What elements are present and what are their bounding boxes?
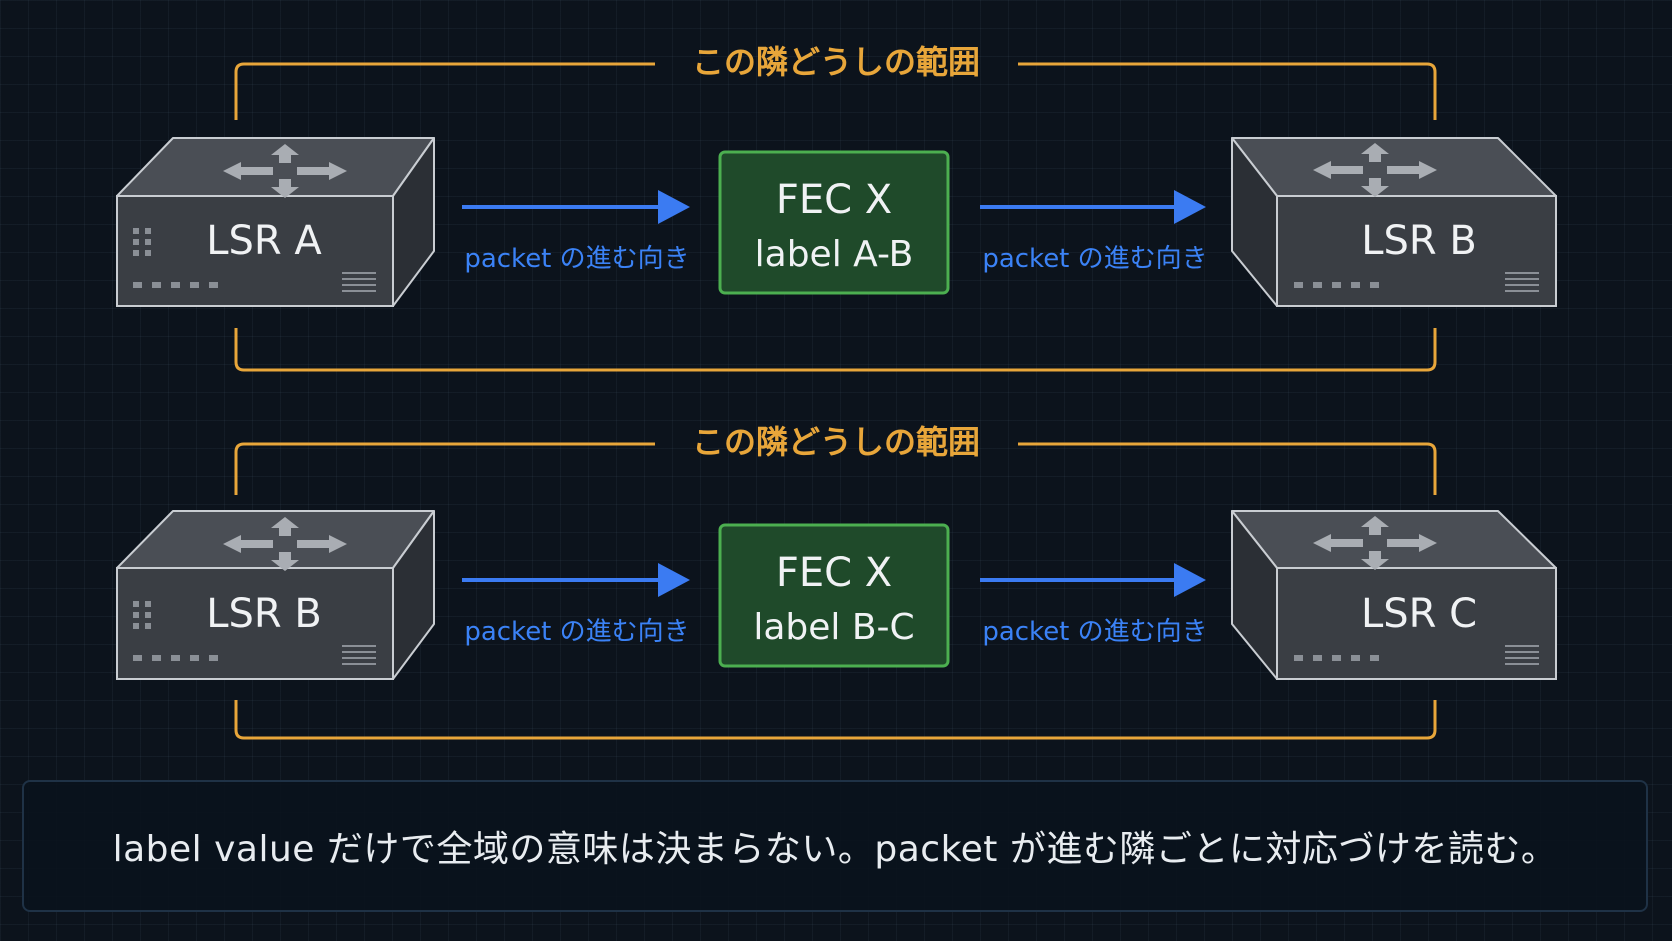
scope-bracket-top — [234, 442, 1437, 495]
fec-title: FEC X — [776, 550, 892, 596]
router-label: LSR A — [206, 218, 322, 264]
summary-note: label value だけで全域の意味は決まらない。packet が進む隣ごと… — [22, 780, 1648, 912]
vent-icon — [342, 645, 376, 665]
status-lights-icon — [1294, 655, 1379, 661]
port-grid-icon — [133, 228, 151, 256]
status-lights-icon — [133, 282, 218, 288]
scope-label: この隣どうしの範囲 — [692, 43, 980, 81]
router-left: LSR B — [116, 510, 435, 680]
router-right: LSR B — [1231, 137, 1557, 307]
fec-title: FEC X — [776, 177, 892, 223]
vent-icon — [342, 272, 376, 292]
port-grid-icon — [133, 601, 151, 629]
router-right: LSR C — [1231, 510, 1557, 680]
fec-label: label A-B — [755, 234, 914, 275]
arrow-right-icon — [980, 190, 1206, 224]
scope-bracket-top — [234, 62, 1437, 120]
arrow-label: packet の進む向き — [982, 617, 1207, 647]
fec-box: FEC X label A-B — [718, 150, 950, 295]
arrow-right-icon — [980, 563, 1206, 597]
router-label: LSR B — [1361, 218, 1477, 264]
vent-icon — [1505, 645, 1539, 665]
arrow-right-icon — [462, 563, 690, 597]
scope-bracket-bottom — [234, 328, 1437, 372]
arrow-label: packet の進む向き — [982, 244, 1207, 274]
status-lights-icon — [1294, 282, 1379, 288]
fec-label: label B-C — [753, 607, 914, 648]
router-label: LSR C — [1361, 591, 1477, 637]
status-lights-icon — [133, 655, 218, 661]
router-left: LSR A — [116, 137, 435, 307]
summary-note-text: label value だけで全域の意味は決まらない。packet が進む隣ごと… — [112, 829, 1558, 870]
arrow-right-icon — [462, 190, 690, 224]
scope-label: この隣どうしの範囲 — [692, 423, 980, 461]
row-2: この隣どうしの範囲 LSR B — [116, 423, 1557, 740]
router-label: LSR B — [206, 591, 322, 637]
row-1: この隣どうしの範囲 LSR A — [116, 43, 1557, 372]
fec-box: FEC X label B-C — [718, 523, 950, 668]
scope-bracket-bottom — [234, 700, 1437, 740]
arrow-label: packet の進む向き — [464, 244, 689, 274]
vent-icon — [1505, 272, 1539, 292]
arrow-label: packet の進む向き — [464, 617, 689, 647]
